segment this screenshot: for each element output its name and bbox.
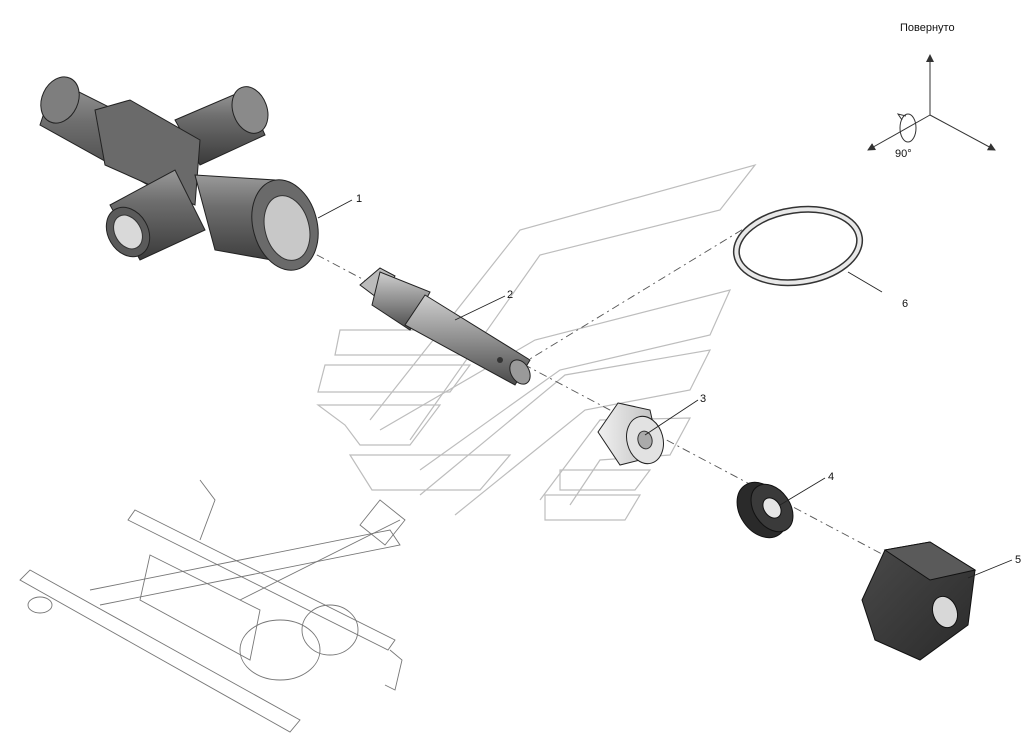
callout-3: 3 — [700, 393, 706, 405]
orientation-label: Повернуто — [900, 22, 955, 34]
callout-4: 4 — [828, 471, 834, 483]
callout-2: 2 — [507, 289, 513, 301]
washer-part — [736, 481, 794, 539]
callout-5: 5 — [1015, 554, 1021, 566]
leader-lines — [317, 199, 1013, 579]
watermark-logo — [316, 163, 757, 521]
t-pipe-part — [39, 76, 319, 271]
callout-6: 6 — [902, 298, 908, 310]
rotate-icon — [899, 113, 917, 143]
hex-nut-part — [861, 541, 977, 661]
assembly-location-thumbnail — [19, 479, 406, 733]
orientation-indicator: Повернуто 90° — [867, 22, 996, 160]
callout-1: 1 — [356, 193, 362, 205]
bushing-part — [597, 402, 664, 466]
split-ring-part — [732, 205, 864, 287]
pin-part — [359, 267, 531, 386]
orientation-angle: 90° — [895, 148, 912, 160]
